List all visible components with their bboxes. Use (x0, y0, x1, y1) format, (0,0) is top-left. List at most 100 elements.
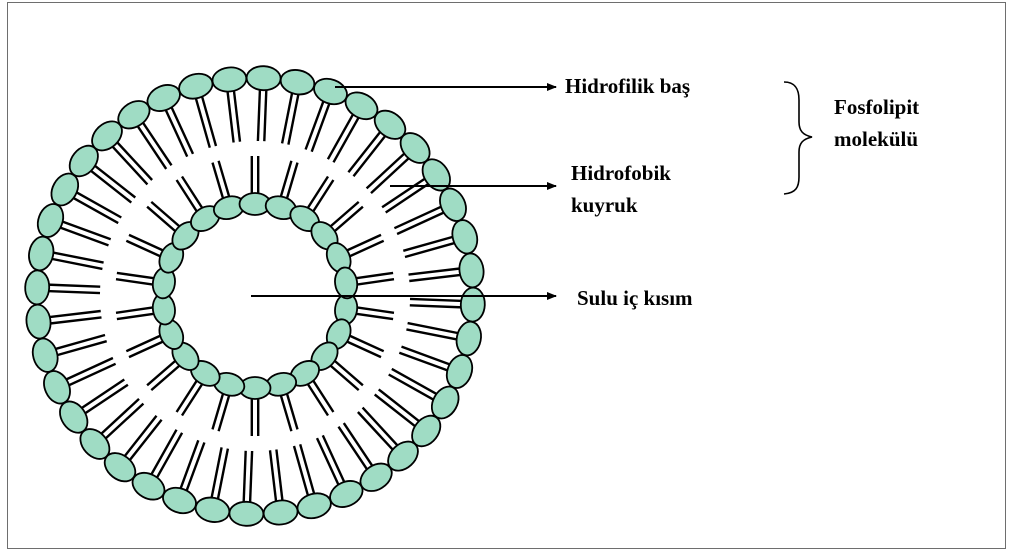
label-hydrophobic-tail: Hidrofobik kuyruk (571, 157, 671, 221)
label-aqueous-interior: Sulu iç kısım (577, 282, 693, 314)
outer-lipid-head (229, 501, 264, 526)
outer-lipid-tail (44, 291, 100, 293)
outer-lipid-head (29, 336, 61, 375)
inner-lipid-tail (129, 341, 165, 358)
outer-lipid-tail (328, 110, 355, 159)
outer-lipid-tail (379, 389, 423, 424)
outer-lipid-tail (363, 408, 401, 449)
outer-lipid-tail (44, 285, 100, 287)
outer-lipid-tail (354, 132, 389, 176)
outer-lipid-tail (348, 128, 383, 172)
outer-lipid-tail (201, 92, 216, 146)
outer-lipid-tail (371, 155, 412, 193)
outer-lipid-tail (410, 305, 466, 307)
outer-lipid-tail (375, 395, 419, 430)
inner-lipid-tail (354, 307, 394, 313)
inner-lipid-tail (213, 391, 224, 429)
outer-lipid-tail (405, 242, 459, 257)
inner-lipid-tail (219, 161, 230, 199)
outer-lipid-tail (367, 150, 408, 188)
inner-lipid-tail (213, 163, 224, 201)
outer-lipid-tail (227, 87, 234, 143)
outer-lipid-tail (409, 274, 465, 281)
outer-lipid-tail (114, 139, 152, 180)
outer-lipid-tail (344, 423, 375, 470)
outer-lipid-tail (102, 404, 143, 442)
outer-lipid-tail (300, 444, 315, 498)
inner-lipid-tail (354, 313, 394, 319)
outer-lipid-tail (81, 385, 128, 416)
outer-lipid-head (454, 319, 484, 357)
outer-lipid-head (176, 70, 215, 102)
outer-lipid-head (262, 499, 299, 527)
inner-lipid-tail (280, 393, 291, 431)
outer-lipid-tail (98, 399, 139, 437)
label-phospholipid-molecule: Fosfolipit molekülü (834, 91, 919, 155)
outer-lipid-tail (69, 196, 118, 223)
outer-lipid-head (211, 66, 248, 94)
inner-lipid-tail (117, 273, 157, 279)
outer-lipid-head (246, 66, 281, 91)
inner-lipid-tail (354, 273, 394, 279)
outer-lipid-tail (140, 119, 171, 166)
outer-lipid-tail (250, 451, 252, 507)
inner-lipid-tail (286, 163, 297, 201)
outer-lipid-tail (382, 176, 429, 207)
outer-lipid-tail (109, 143, 147, 184)
outer-lipid-tail (339, 427, 370, 474)
outer-lipid-head (25, 303, 53, 340)
outer-lipid-tail (403, 236, 457, 251)
outer-lipid-tail (409, 268, 465, 275)
outer-lipid-tail (149, 430, 176, 479)
outer-lipid-tail (45, 311, 101, 318)
inner-lipid-tail (286, 391, 297, 429)
outer-lipid-tail (258, 85, 260, 141)
outer-lipid-tail (87, 168, 131, 203)
outer-lipid-tail (392, 369, 441, 396)
inner-lipid-tail (347, 335, 383, 352)
outer-lipid-head (278, 67, 316, 97)
inner-lipid-tail (219, 393, 230, 431)
inner-lipid-tail (126, 241, 162, 258)
outer-lipid-head (310, 74, 350, 108)
outer-lipid-tail (122, 416, 157, 460)
outer-lipid-tail (244, 451, 246, 507)
inner-lipid-tail (345, 341, 381, 358)
outer-lipid-tail (91, 163, 135, 198)
outer-lipid-head (25, 270, 50, 305)
outer-lipid-head (193, 495, 231, 525)
outer-lipid-head (458, 252, 486, 289)
inner-lipid-tail (280, 161, 291, 199)
inner-lipid-tail (345, 235, 381, 252)
outer-lipid-tail (276, 450, 283, 506)
inner-lipid-tail (126, 335, 162, 352)
outer-lipid-tail (270, 450, 277, 506)
inner-lipid-tail (116, 279, 156, 285)
curly-brace (784, 82, 812, 194)
outer-lipid-head (33, 200, 67, 240)
outer-lipid-tail (53, 341, 107, 356)
inner-lipid-tail (117, 313, 157, 319)
inner-lipid-tail (354, 279, 394, 285)
outer-lipid-tail (51, 335, 105, 350)
outer-lipid-tail (233, 86, 240, 142)
outer-lipid-tail (155, 433, 182, 482)
outer-lipid-head (159, 483, 199, 517)
outer-lipid-tail (78, 380, 125, 411)
inner-lipid-tail (129, 235, 165, 252)
outer-lipid-head (460, 287, 485, 322)
outer-lipid-tail (195, 94, 210, 148)
outer-lipid-tail (73, 190, 122, 217)
outer-lipid-tail (389, 375, 438, 402)
outer-lipid-tail (410, 299, 466, 301)
outer-lipid-head (442, 351, 476, 391)
inner-lipid-tail (347, 241, 383, 258)
outer-lipid-head (26, 234, 56, 272)
outer-lipid-head (295, 490, 334, 522)
outer-lipid-tail (46, 317, 102, 324)
inner-lipid-tail (116, 307, 156, 313)
label-hydrophilic-head: Hidrofilik baş (565, 70, 690, 102)
outer-lipid-tail (135, 122, 166, 169)
outer-lipid-head (449, 217, 481, 256)
